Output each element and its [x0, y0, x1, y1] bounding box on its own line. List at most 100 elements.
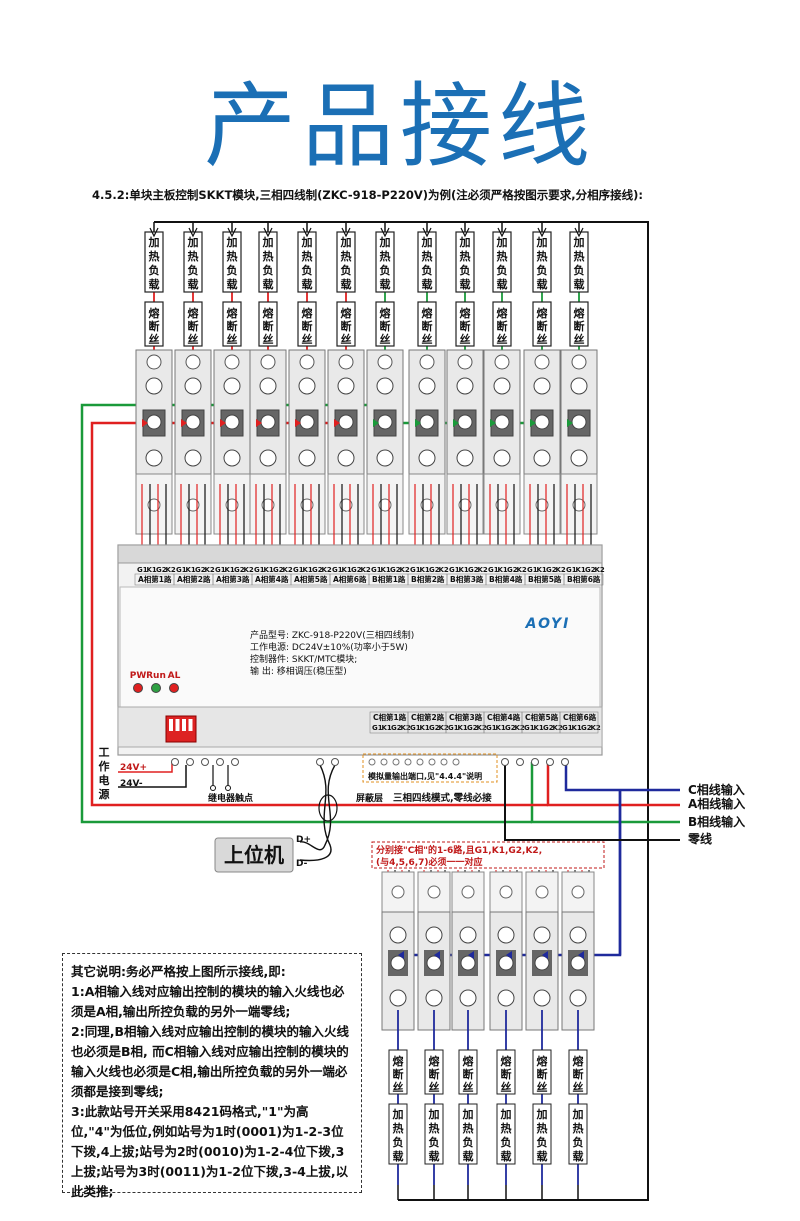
red-arrow	[256, 419, 262, 427]
screw	[570, 449, 588, 467]
char: 热	[501, 1121, 512, 1135]
char: 断	[463, 1067, 474, 1081]
terminal-pin-label: K2	[591, 724, 601, 732]
lower-screw	[186, 498, 200, 512]
terminal-pin-label: K1	[420, 566, 430, 574]
char: 载	[537, 277, 548, 291]
terminal-pin-label: G1	[486, 724, 497, 732]
screw	[534, 354, 550, 370]
char: 断	[393, 1067, 404, 1081]
d-plus-label: D+	[296, 835, 311, 845]
dip-lever	[169, 719, 173, 731]
screw	[457, 414, 473, 430]
screw	[376, 449, 394, 467]
dip-lever	[188, 719, 193, 731]
green-arrow	[490, 419, 496, 427]
char: 加	[496, 235, 508, 249]
load-box	[455, 231, 475, 293]
terminal-group-label: B相第4路	[489, 574, 523, 584]
char: 熔	[429, 1054, 441, 1068]
screw	[419, 414, 435, 430]
char: 载	[574, 277, 585, 291]
labels: 上位机D+D-工作电源24V+24V-继电器触点屏蔽层模拟量输出端口,见"4.4…	[99, 746, 745, 873]
spec-line-3: 输 出: 移相调压(稳压型)	[250, 665, 347, 677]
char: 断	[537, 319, 548, 333]
analog-terminal	[404, 758, 412, 766]
char: 加	[301, 235, 313, 249]
phase-terminal	[561, 758, 569, 766]
notes-box: 其它说明:务必严格按上图所示接线,即: 1:A相输入线对应输出控制的模块的输入火…	[62, 953, 362, 1199]
char: 加	[421, 235, 433, 249]
char: 源	[99, 787, 110, 801]
screw	[376, 377, 394, 395]
char: 丝	[501, 1080, 512, 1094]
terminal-pin-label: G1	[293, 566, 304, 574]
neutral-bus-bottom	[398, 840, 649, 1201]
load-box	[568, 1103, 588, 1165]
dip-lever	[182, 719, 186, 731]
char: 熔	[149, 306, 161, 320]
upper-screw	[499, 885, 513, 899]
note-line-2: 2:同理,B相输入线对应输出控制的模块的输入火线也必须是B相, 而C相输入线对应…	[71, 1024, 349, 1099]
screw	[426, 955, 442, 971]
screw	[570, 955, 586, 971]
lower-screw	[225, 498, 239, 512]
arrow	[422, 227, 432, 238]
host-label: 上位机	[224, 843, 284, 867]
char: 断	[263, 319, 274, 333]
fuse-label: 熔断丝	[460, 306, 472, 346]
screw	[533, 926, 551, 944]
terminal-pin-label: K1	[264, 566, 274, 574]
screw	[460, 955, 476, 971]
char: 载	[422, 277, 433, 291]
char: 断	[573, 1067, 584, 1081]
char: 丝	[263, 332, 274, 346]
bottom-channel-4: 7654熔断丝加热负载	[489, 870, 523, 1185]
c-phase-input	[564, 760, 680, 792]
fuse-box	[496, 1049, 516, 1095]
fuse-box	[455, 301, 475, 347]
terminal-pin-label: K2	[283, 566, 293, 574]
relay-contact	[225, 785, 231, 791]
char: 丝	[149, 332, 160, 346]
fuse-label: 熔断丝	[463, 1054, 475, 1094]
rs485-b	[299, 764, 336, 851]
char: 热	[422, 249, 433, 263]
char: 断	[227, 319, 238, 333]
terminal-pin-label: G1	[371, 566, 382, 574]
fuse-box	[532, 301, 552, 347]
screw	[533, 989, 551, 1007]
char: 加	[459, 235, 471, 249]
load-box	[336, 231, 356, 293]
char: 断	[188, 319, 199, 333]
char: 负	[574, 263, 585, 277]
fuse-label: 熔断丝	[497, 306, 509, 346]
blue-arrow	[578, 951, 584, 959]
terminal-group-label: A相第6路	[333, 574, 367, 584]
red-arrow	[295, 419, 301, 427]
a-phase-input-branch	[546, 762, 680, 807]
fuse-box	[336, 301, 356, 347]
terminal-pin-label: G2	[273, 566, 284, 574]
char: 载	[463, 1149, 474, 1163]
char: 丝	[227, 332, 238, 346]
terminal-pin-label: G1	[176, 566, 187, 574]
terminal-pin-label: K1	[537, 566, 547, 574]
fuse-box	[417, 301, 437, 347]
host-box	[214, 837, 294, 873]
char: 熔	[263, 306, 275, 320]
char: 加	[536, 1107, 548, 1121]
char: 热	[460, 249, 471, 263]
arrow	[149, 227, 159, 238]
terminal-group-label: B相第2路	[411, 574, 445, 584]
